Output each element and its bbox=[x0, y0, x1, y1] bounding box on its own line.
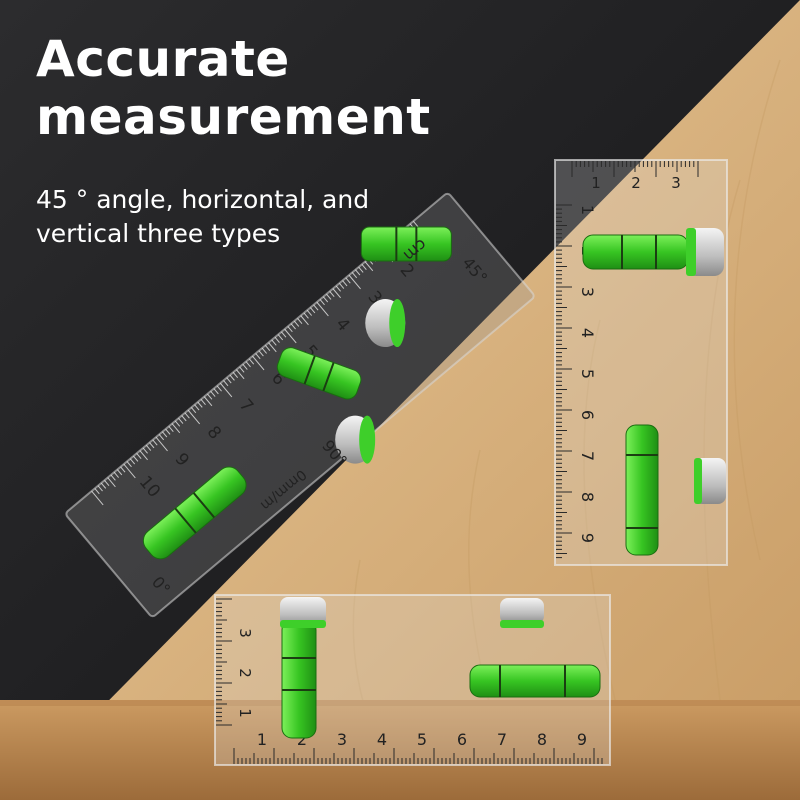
subheadline-line-1: 45 ° angle, horizontal, and bbox=[36, 185, 370, 214]
headline: Accurate measurement bbox=[36, 30, 431, 146]
horizontal-ruler-vial-vertical bbox=[280, 597, 326, 739]
vertical-ruler-vial-side bbox=[625, 424, 726, 556]
vertical-ruler-top-number-3: 3 bbox=[671, 174, 681, 192]
horizontal-ruler-side-number-2: 2 bbox=[236, 668, 254, 678]
horizontal-ruler-number-3: 3 bbox=[337, 730, 347, 749]
horizontal-ruler-number-7: 7 bbox=[497, 730, 507, 749]
horizontal-ruler-vial-horizontal bbox=[469, 664, 601, 698]
horizontal-ruler-side-number-3: 3 bbox=[236, 628, 254, 638]
vertical-ruler-number-5: 5 bbox=[578, 369, 597, 379]
horizontal-ruler-number-2: 2 bbox=[297, 730, 307, 749]
vertical-ruler-top-number-1: 1 bbox=[591, 174, 601, 192]
diagonal-ruler-cap-lower bbox=[335, 415, 376, 464]
horizontal-ruler-number-4: 4 bbox=[377, 730, 387, 749]
horizontal-ruler-side-number-1: 1 bbox=[236, 708, 254, 718]
horizontal-ruler: 1 2 3 4 5 6 7 8 9 1 2 3 bbox=[214, 594, 611, 766]
diagonal-ruler: 12345678910 bbox=[65, 192, 535, 618]
diagonal-ruler-cap-upper bbox=[365, 299, 406, 348]
diagonal-ruler-vial-large bbox=[142, 466, 247, 560]
horizontal-ruler-number-9: 9 bbox=[577, 730, 587, 749]
vertical-ruler-vial-top bbox=[582, 228, 724, 276]
diagonal-ruler-vial-middle bbox=[276, 347, 362, 400]
subheadline: 45 ° angle, horizontal, and vertical thr… bbox=[36, 183, 369, 251]
subheadline-line-2: vertical three types bbox=[36, 219, 281, 248]
horizontal-ruler-cap bbox=[500, 598, 544, 628]
headline-line-2: measurement bbox=[36, 88, 431, 146]
vertical-ruler-number-8: 8 bbox=[578, 492, 597, 502]
horizontal-ruler-number-6: 6 bbox=[457, 730, 467, 749]
diagonal-ruler-vial-top bbox=[360, 226, 452, 262]
horizontal-ruler-number-8: 8 bbox=[537, 730, 547, 749]
vertical-ruler-number-9: 9 bbox=[578, 533, 597, 543]
vertical-ruler-number-7: 7 bbox=[578, 451, 597, 461]
vertical-ruler-number-3: 3 bbox=[578, 287, 597, 297]
horizontal-ruler-number-5: 5 bbox=[417, 730, 427, 749]
headline-line-1: Accurate bbox=[36, 30, 290, 88]
horizontal-ruler-number-1: 1 bbox=[257, 730, 267, 749]
vertical-ruler-number-4: 4 bbox=[578, 328, 597, 338]
vertical-ruler-top-number-2: 2 bbox=[631, 174, 641, 192]
vertical-ruler-number-6: 6 bbox=[578, 410, 597, 420]
vertical-ruler-number-1: 1 bbox=[578, 205, 597, 215]
